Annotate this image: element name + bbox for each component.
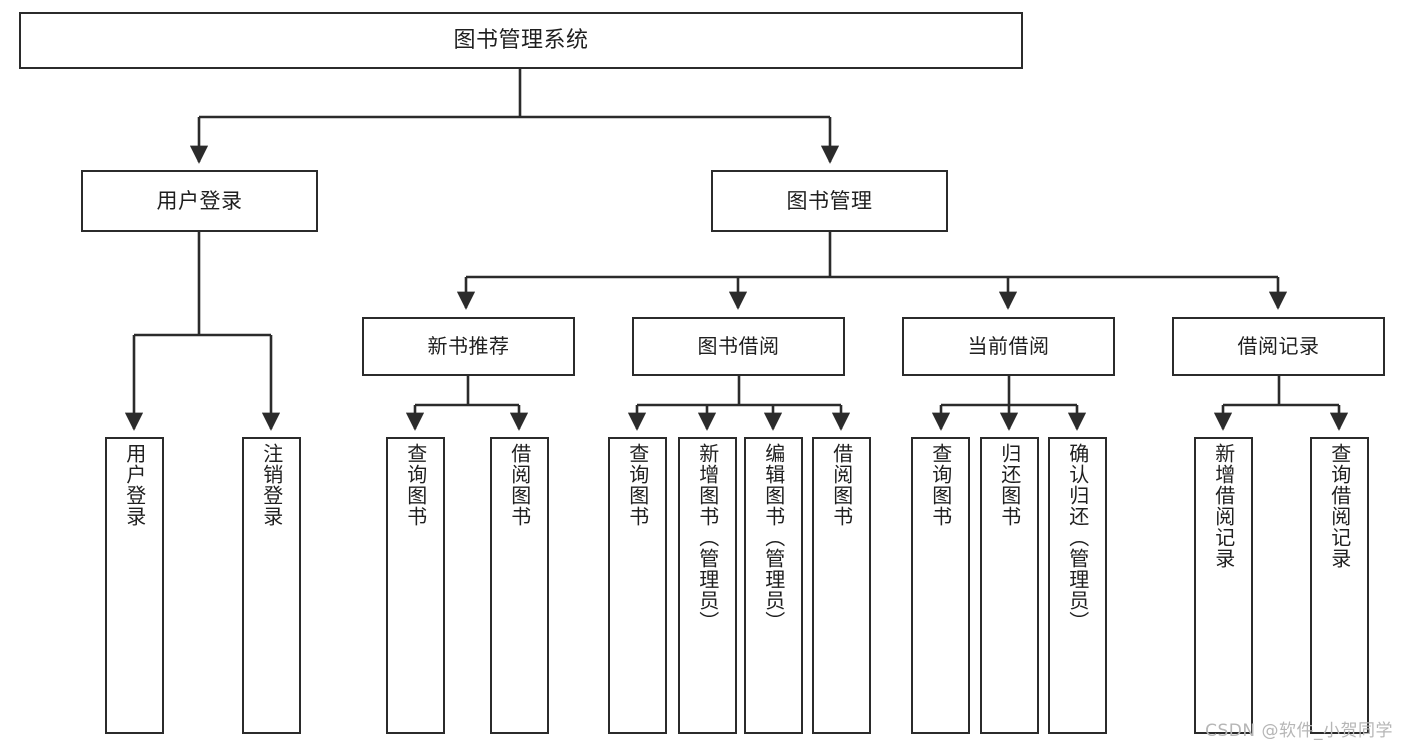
node-user-login-label: 用户登录 bbox=[156, 188, 243, 213]
node-book-borrow-label: 图书借阅 bbox=[697, 333, 780, 358]
node-leaf-query-book-3[interactable]: 查询图书 bbox=[911, 437, 970, 734]
node-leaf-user-login-label: 用户登录 bbox=[122, 443, 147, 527]
csdn-watermark: CSDN @软件_小贺同学 bbox=[1205, 721, 1393, 741]
node-leaf-query-book-1-label: 查询图书 bbox=[403, 443, 428, 527]
node-book-manage[interactable]: 图书管理 bbox=[711, 170, 948, 232]
node-leaf-user-login[interactable]: 用户登录 bbox=[105, 437, 164, 734]
node-leaf-add-record-label: 新增借阅记录 bbox=[1211, 443, 1236, 569]
node-leaf-borrow-book-1[interactable]: 借阅图书 bbox=[490, 437, 549, 734]
node-leaf-query-book-2[interactable]: 查询图书 bbox=[608, 437, 667, 734]
node-leaf-add-record[interactable]: 新增借阅记录 bbox=[1194, 437, 1253, 734]
node-leaf-add-book[interactable]: 新增图书（管理员） bbox=[678, 437, 737, 734]
node-leaf-query-record-label: 查询借阅记录 bbox=[1327, 443, 1352, 569]
node-leaf-logout-login[interactable]: 注销登录 bbox=[242, 437, 301, 734]
node-book-manage-label: 图书管理 bbox=[786, 188, 873, 213]
node-leaf-return-book-label: 归还图书 bbox=[997, 443, 1022, 527]
node-leaf-borrow-book-2-label: 借阅图书 bbox=[829, 443, 854, 527]
node-leaf-edit-book-label: 编辑图书（管理员） bbox=[761, 443, 786, 632]
node-borrow-record-label: 借阅记录 bbox=[1237, 333, 1320, 358]
node-new-book-recommend-label: 新书推荐 bbox=[427, 333, 510, 358]
node-borrow-record[interactable]: 借阅记录 bbox=[1172, 317, 1385, 376]
node-leaf-confirm-return[interactable]: 确认归还（管理员） bbox=[1048, 437, 1107, 734]
node-leaf-query-record[interactable]: 查询借阅记录 bbox=[1310, 437, 1369, 734]
node-new-book-recommend[interactable]: 新书推荐 bbox=[362, 317, 575, 376]
node-root-label: 图书管理系统 bbox=[453, 27, 589, 53]
node-current-borrow-label: 当前借阅 bbox=[967, 333, 1050, 358]
node-leaf-query-book-1[interactable]: 查询图书 bbox=[386, 437, 445, 734]
node-root[interactable]: 图书管理系统 bbox=[19, 12, 1023, 69]
node-leaf-borrow-book-1-label: 借阅图书 bbox=[507, 443, 532, 527]
node-leaf-edit-book[interactable]: 编辑图书（管理员） bbox=[744, 437, 803, 734]
node-leaf-query-book-2-label: 查询图书 bbox=[625, 443, 650, 527]
node-current-borrow[interactable]: 当前借阅 bbox=[902, 317, 1115, 376]
node-book-borrow[interactable]: 图书借阅 bbox=[632, 317, 845, 376]
node-leaf-logout-login-label: 注销登录 bbox=[259, 443, 284, 527]
node-user-login[interactable]: 用户登录 bbox=[81, 170, 318, 232]
node-leaf-return-book[interactable]: 归还图书 bbox=[980, 437, 1039, 734]
node-leaf-query-book-3-label: 查询图书 bbox=[928, 443, 953, 527]
node-leaf-confirm-return-label: 确认归还（管理员） bbox=[1065, 443, 1090, 632]
node-leaf-add-book-label: 新增图书（管理员） bbox=[695, 443, 720, 632]
node-leaf-borrow-book-2[interactable]: 借阅图书 bbox=[812, 437, 871, 734]
